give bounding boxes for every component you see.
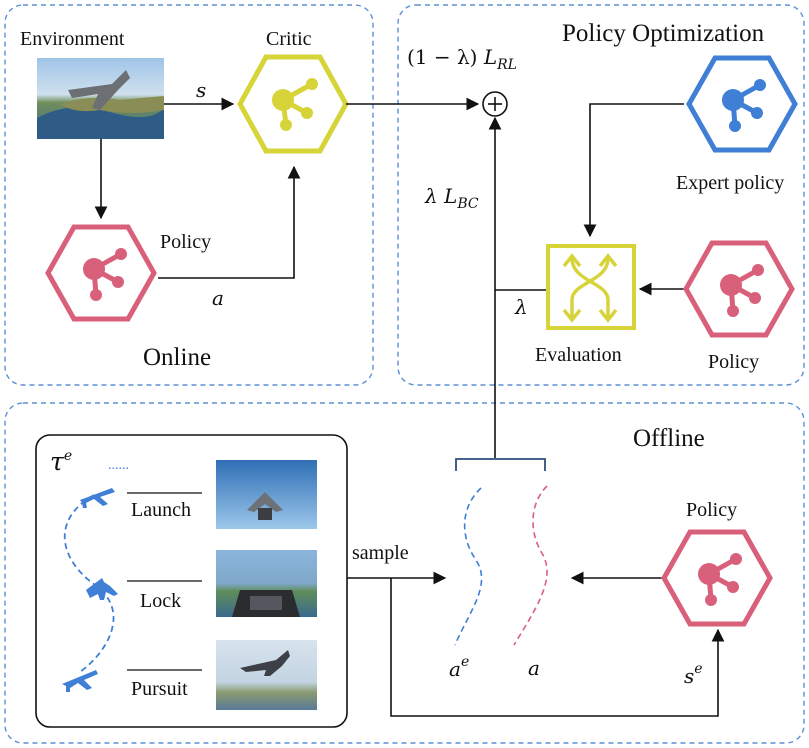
state-label: s bbox=[196, 78, 207, 102]
expert-state-symbol: s bbox=[684, 664, 695, 688]
action-arrow bbox=[158, 165, 301, 279]
policy-optimization-panel bbox=[397, 4, 805, 386]
batch-bracket bbox=[455, 458, 546, 471]
bc-loss-symbol: L bbox=[444, 184, 458, 208]
crossover-arrows-icon bbox=[546, 244, 636, 330]
opt-policy-node bbox=[683, 240, 795, 338]
launch-image bbox=[216, 460, 317, 529]
online-panel bbox=[4, 4, 374, 386]
policy-action-label: a bbox=[528, 656, 540, 680]
expert-action-curve bbox=[454, 487, 483, 646]
offline-policy-node bbox=[661, 529, 773, 627]
rl-loss-subscript: RL bbox=[497, 57, 517, 73]
expert-action-symbol: a bbox=[449, 657, 461, 681]
policy-optimization-title: Policy Optimization bbox=[562, 20, 765, 47]
trajectory-dots: ...... bbox=[108, 458, 129, 473]
critic-node bbox=[237, 54, 349, 154]
lambda-label: λ bbox=[515, 295, 528, 319]
expert-state-label: se bbox=[684, 662, 703, 686]
policy-action-curve bbox=[513, 485, 548, 646]
action-label: a bbox=[212, 286, 224, 310]
rl-loss-coeff: (1 − λ) bbox=[407, 45, 478, 69]
tau-superscript: e bbox=[63, 448, 73, 464]
expert-to-evaluation-arrow bbox=[583, 103, 684, 238]
online-policy-node bbox=[45, 224, 157, 322]
expert-policy-label: Expert policy bbox=[676, 172, 785, 194]
fighter-jet-icon bbox=[86, 578, 118, 600]
bc-coeff: λ bbox=[425, 184, 438, 208]
environment-label: Environment bbox=[20, 28, 125, 50]
expert-state-arrow bbox=[390, 578, 725, 717]
offline-panel bbox=[4, 402, 805, 744]
evaluation-label: Evaluation bbox=[535, 344, 622, 366]
trajectory-symbol: τe bbox=[50, 449, 72, 474]
online-panel-title: Online bbox=[143, 344, 212, 371]
offline-panel-title: Offline bbox=[633, 425, 705, 452]
fighter-jet-icon bbox=[80, 488, 115, 508]
pursuit-image bbox=[216, 640, 317, 710]
expert-state-superscript: e bbox=[694, 661, 703, 677]
lock-image bbox=[216, 550, 317, 617]
bc-loss-subscript: BC bbox=[457, 196, 479, 212]
stage-launch: Launch bbox=[131, 499, 191, 521]
expert-policy-node bbox=[686, 55, 798, 153]
expert-action-label: ae bbox=[449, 655, 469, 679]
rl-loss-symbol: L bbox=[483, 45, 498, 69]
stage-pursuit: Pursuit bbox=[131, 678, 188, 700]
fighter-jet-icon bbox=[62, 670, 98, 692]
environment-image bbox=[37, 58, 164, 139]
online-policy-label: Policy bbox=[160, 231, 212, 253]
critic-label: Critic bbox=[266, 28, 312, 50]
offline-policy-label: Policy bbox=[686, 499, 738, 521]
sample-label: sample bbox=[352, 542, 409, 564]
stage-lock: Lock bbox=[140, 590, 182, 612]
tau-symbol: τ bbox=[50, 447, 64, 476]
bc-loss-label: λ LBC bbox=[425, 186, 479, 211]
expert-action-superscript: e bbox=[460, 654, 470, 670]
opt-policy-label: Policy bbox=[708, 351, 760, 373]
plus-circle-icon bbox=[482, 91, 508, 117]
rl-loss-label: (1 − λ) LRL bbox=[407, 47, 517, 72]
